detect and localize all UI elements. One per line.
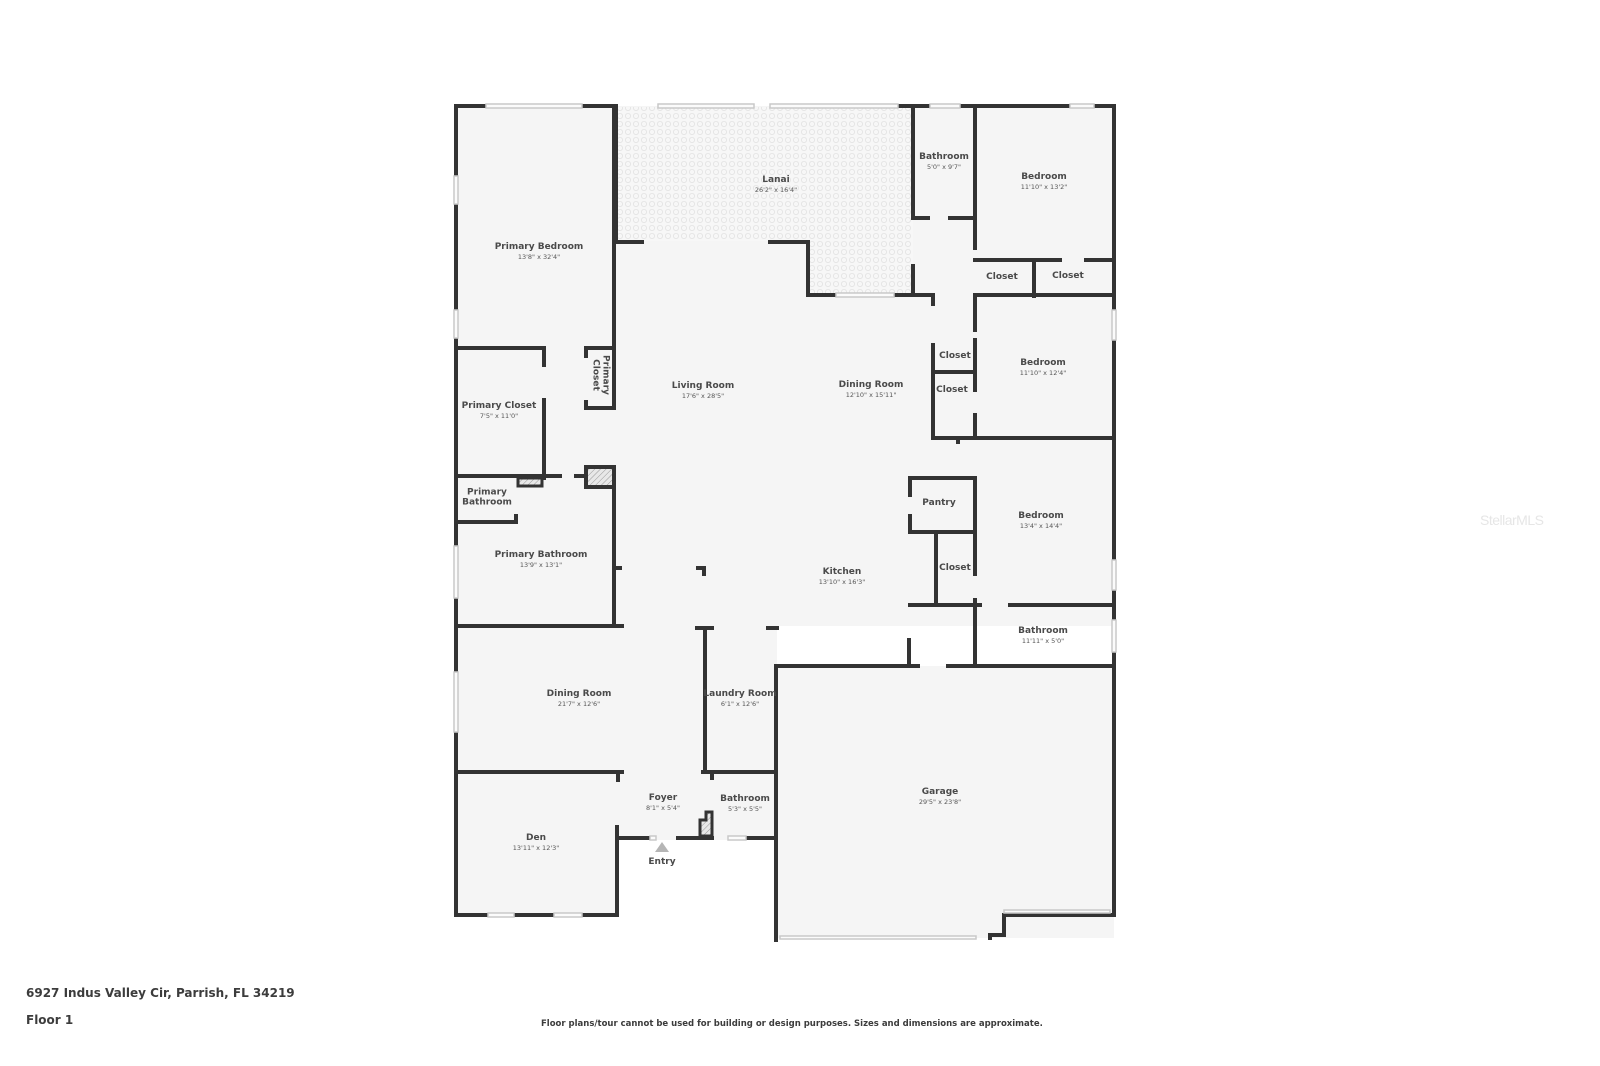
room-closet-4: Closet bbox=[936, 385, 968, 395]
room-primary-bathroom-small: Primary Bathroom bbox=[459, 488, 515, 509]
property-address: 6927 Indus Valley Cir, Parrish, FL 34219 bbox=[26, 986, 295, 1000]
room-name: Lanai bbox=[762, 175, 790, 186]
room-dimensions: 11'10" x 13'2" bbox=[1020, 183, 1068, 192]
triangle-up-icon bbox=[655, 842, 669, 852]
room-name: Closet bbox=[1052, 270, 1084, 281]
room-foyer: Foyer 8'1" x 5'4" bbox=[646, 793, 680, 813]
room-dimensions: 11'10" x 12'4" bbox=[1019, 369, 1067, 378]
room-name: Laundry Room bbox=[703, 689, 777, 700]
room-name: Garage bbox=[921, 787, 959, 798]
room-dimensions: 6'1" x 12'6" bbox=[720, 700, 760, 709]
room-dimensions: 13'11" x 12'3" bbox=[512, 844, 560, 853]
lanai-area bbox=[616, 107, 913, 294]
watermark-logo: StellarMLS bbox=[1480, 512, 1544, 528]
room-dimensions: 13'8" x 32'4" bbox=[517, 253, 561, 262]
room-bedroom-3: Bedroom 13'4" x 14'4" bbox=[1018, 511, 1064, 531]
entry-label: Entry bbox=[648, 857, 676, 867]
room-name: Primary Closet bbox=[461, 401, 537, 412]
room-name: Bathroom bbox=[1018, 626, 1068, 637]
room-lanai: Lanai 26'2" x 16'4" bbox=[755, 175, 797, 195]
room-name: Den bbox=[526, 833, 546, 844]
room-closet-5: Closet bbox=[939, 563, 971, 573]
room-dimensions: 26'2" x 16'4" bbox=[754, 186, 798, 195]
room-name: Bedroom bbox=[1021, 172, 1067, 183]
room-name: Bedroom bbox=[1020, 358, 1066, 369]
room-name: Bathroom bbox=[720, 794, 770, 805]
room-den: Den 13'11" x 12'3" bbox=[513, 833, 559, 853]
room-primary-bedroom: Primary Bedroom 13'8" x 32'4" bbox=[495, 242, 584, 262]
room-name: Pantry bbox=[922, 497, 956, 508]
room-name: Foyer bbox=[648, 793, 678, 804]
room-bathroom-2: Bathroom 11'11" x 5'0" bbox=[1018, 626, 1068, 646]
room-bedroom-1: Bedroom 11'10" x 13'2" bbox=[1021, 172, 1067, 192]
disclaimer-text: Floor plans/tour cannot be used for buil… bbox=[541, 1019, 1043, 1029]
room-dining-room-2: Dining Room 21'7" x 12'6" bbox=[547, 689, 612, 709]
room-dimensions: 5'0" x 9'7" bbox=[926, 163, 962, 172]
room-dimensions: 13'4" x 14'4" bbox=[1019, 522, 1063, 531]
room-name: Primary Bathroom bbox=[494, 550, 588, 561]
room-dimensions: 11'11" x 5'0" bbox=[1021, 637, 1065, 646]
room-name: Dining Room bbox=[838, 380, 904, 391]
room-name: Bedroom bbox=[1018, 511, 1064, 522]
room-dimensions: 7'5" x 11'0" bbox=[479, 412, 519, 421]
room-name: Primary Closet bbox=[590, 355, 611, 395]
floor-label: Floor 1 bbox=[26, 1013, 74, 1027]
room-dimensions: 8'1" x 5'4" bbox=[645, 804, 681, 813]
room-dining-room-1: Dining Room 12'10" x 15'11" bbox=[839, 380, 904, 400]
room-closet-2: Closet bbox=[1052, 271, 1084, 281]
room-garage: Garage 29'5" x 23'8" bbox=[919, 787, 961, 807]
room-closet-3: Closet bbox=[939, 351, 971, 361]
room-bathroom-1: Bathroom 5'0" x 9'7" bbox=[919, 152, 969, 172]
room-dimensions: 5'3" x 5'5" bbox=[727, 805, 763, 814]
room-name: Primary Bedroom bbox=[494, 242, 584, 253]
room-name: Closet bbox=[939, 350, 971, 361]
room-name: Dining Room bbox=[546, 689, 612, 700]
room-name: Bathroom bbox=[919, 152, 969, 163]
room-dimensions: 17'6" x 28'5" bbox=[681, 392, 725, 401]
room-bathroom-3: Bathroom 5'3" x 5'5" bbox=[720, 794, 770, 814]
room-bedroom-2: Bedroom 11'10" x 12'4" bbox=[1020, 358, 1066, 378]
room-primary-closet-small: Primary Closet bbox=[590, 353, 611, 397]
room-dimensions: 29'5" x 23'8" bbox=[918, 798, 962, 807]
room-name: Primary Bathroom bbox=[462, 487, 512, 508]
room-primary-closet: Primary Closet 7'5" x 11'0" bbox=[462, 401, 537, 421]
room-dimensions: 13'10" x 16'3" bbox=[818, 578, 866, 587]
room-primary-bathroom: Primary Bathroom 13'9" x 13'1" bbox=[495, 550, 588, 570]
room-name: Closet bbox=[986, 271, 1018, 282]
room-closet-1: Closet bbox=[986, 272, 1018, 282]
room-name: Closet bbox=[936, 384, 968, 395]
room-laundry-room: Laundry Room 6'1" x 12'6" bbox=[703, 689, 776, 709]
room-name: Closet bbox=[939, 562, 971, 573]
room-name: Living Room bbox=[671, 381, 735, 392]
room-dimensions: 12'10" x 15'11" bbox=[845, 391, 897, 400]
room-dimensions: 13'9" x 13'1" bbox=[519, 561, 563, 570]
room-dimensions: 21'7" x 12'6" bbox=[557, 700, 601, 709]
room-living-room: Living Room 17'6" x 28'5" bbox=[672, 381, 734, 401]
room-kitchen: Kitchen 13'10" x 16'3" bbox=[819, 567, 865, 587]
room-pantry: Pantry bbox=[922, 498, 955, 508]
room-name: Kitchen bbox=[822, 567, 862, 578]
